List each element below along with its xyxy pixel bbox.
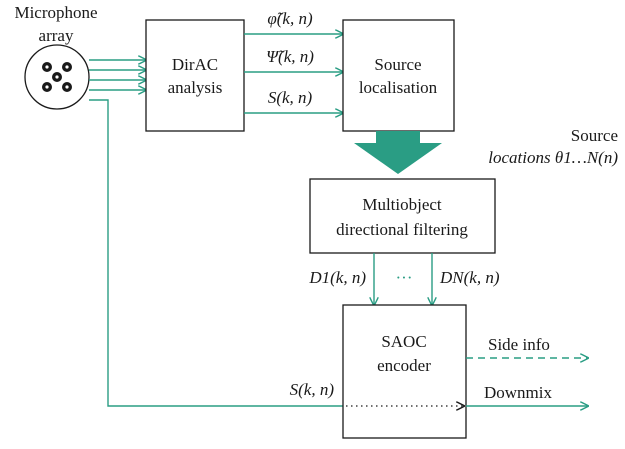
source-localisation-line1: Source xyxy=(374,55,421,74)
filter-outputs-ellipsis: ··· xyxy=(396,268,413,287)
microphone-label-line1: Microphone xyxy=(14,3,97,22)
side-info-label: Side info xyxy=(488,335,550,354)
thick-down-arrow xyxy=(354,131,442,174)
dirac-label-line2: analysis xyxy=(168,78,223,97)
source-locations-line1: Source xyxy=(571,126,618,145)
mic-to-dirac-wires xyxy=(89,60,146,90)
phi-label: φ̃(k, n) xyxy=(267,9,313,28)
psi-label: Ψ̃(k, n) xyxy=(266,47,314,66)
s-label: S(k, n) xyxy=(268,88,313,107)
filtering-line2: directional filtering xyxy=(336,220,468,239)
microphone-label-line2: array xyxy=(39,26,74,45)
filtering-line1: Multiobject xyxy=(362,195,442,214)
filtering-box xyxy=(309,178,496,254)
dirac-analysis-box xyxy=(145,19,245,132)
source-localisation-line2: localisation xyxy=(359,78,438,97)
microphone-array-icon xyxy=(24,44,90,110)
saoc-line1: SAOC xyxy=(381,332,426,351)
downmix-label: Downmix xyxy=(484,383,553,402)
source-localisation-box xyxy=(342,19,455,132)
saoc-input-label: S(k, n) xyxy=(290,380,335,399)
dn-label: DN(k, n) xyxy=(439,268,500,287)
mic-to-saoc-wire xyxy=(89,99,343,407)
saoc-line2: encoder xyxy=(377,356,431,375)
d1-label: D1(k, n) xyxy=(308,268,366,287)
dirac-label-line1: DirAC xyxy=(172,55,218,74)
saoc-encoder-box xyxy=(342,304,467,439)
source-locations-line2: locations θ1…N(n) xyxy=(488,148,618,167)
